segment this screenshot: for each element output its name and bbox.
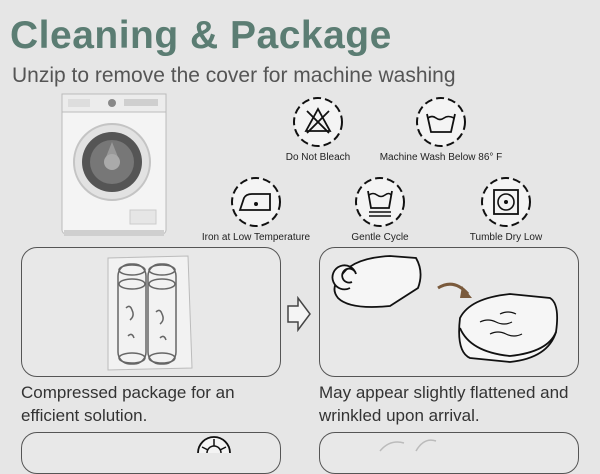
flattened-cushion-caption: May appear slightly flattened and wrinkl… [319, 383, 569, 425]
iron-low-icon [231, 177, 281, 227]
compressed-rolls-image [107, 255, 193, 371]
care-item-iron: Iron at Low Temperature [196, 176, 316, 243]
page-title: Cleaning & Package [10, 14, 392, 57]
care-item-do-not-bleach: Do Not Bleach [278, 96, 358, 163]
care-label: Iron at Low Temperature [201, 232, 311, 243]
care-label: Gentle Cycle [351, 232, 409, 243]
washing-machine-image [61, 93, 167, 236]
care-item-machine-wash: Machine Wash Below 86° F [376, 96, 506, 163]
sketch-illustration [379, 439, 437, 452]
compressed-package-panel [21, 247, 281, 377]
rolled-to-flat-cushion-image [331, 255, 559, 363]
care-item-gentle-cycle: Gentle Cycle [340, 176, 420, 243]
bottom-left-panel [21, 432, 281, 474]
care-label: Do Not Bleach [285, 152, 351, 163]
wheel-icon [197, 436, 231, 470]
page-subtitle: Unzip to remove the cover for machine wa… [12, 64, 456, 87]
flattened-cushion-panel [319, 247, 579, 377]
machine-wash-icon [416, 97, 466, 147]
compressed-package-caption: Compressed package for an efficient solu… [21, 383, 235, 425]
arrow-right-icon [287, 296, 311, 332]
care-label: Machine Wash Below 86° F [379, 152, 503, 163]
tumble-dry-low-icon [481, 177, 531, 227]
gentle-cycle-icon [355, 177, 405, 227]
do-not-bleach-icon [293, 97, 343, 147]
bottom-right-panel [319, 432, 579, 474]
care-item-tumble-dry: Tumble Dry Low [460, 176, 552, 243]
care-label: Tumble Dry Low [469, 232, 543, 243]
